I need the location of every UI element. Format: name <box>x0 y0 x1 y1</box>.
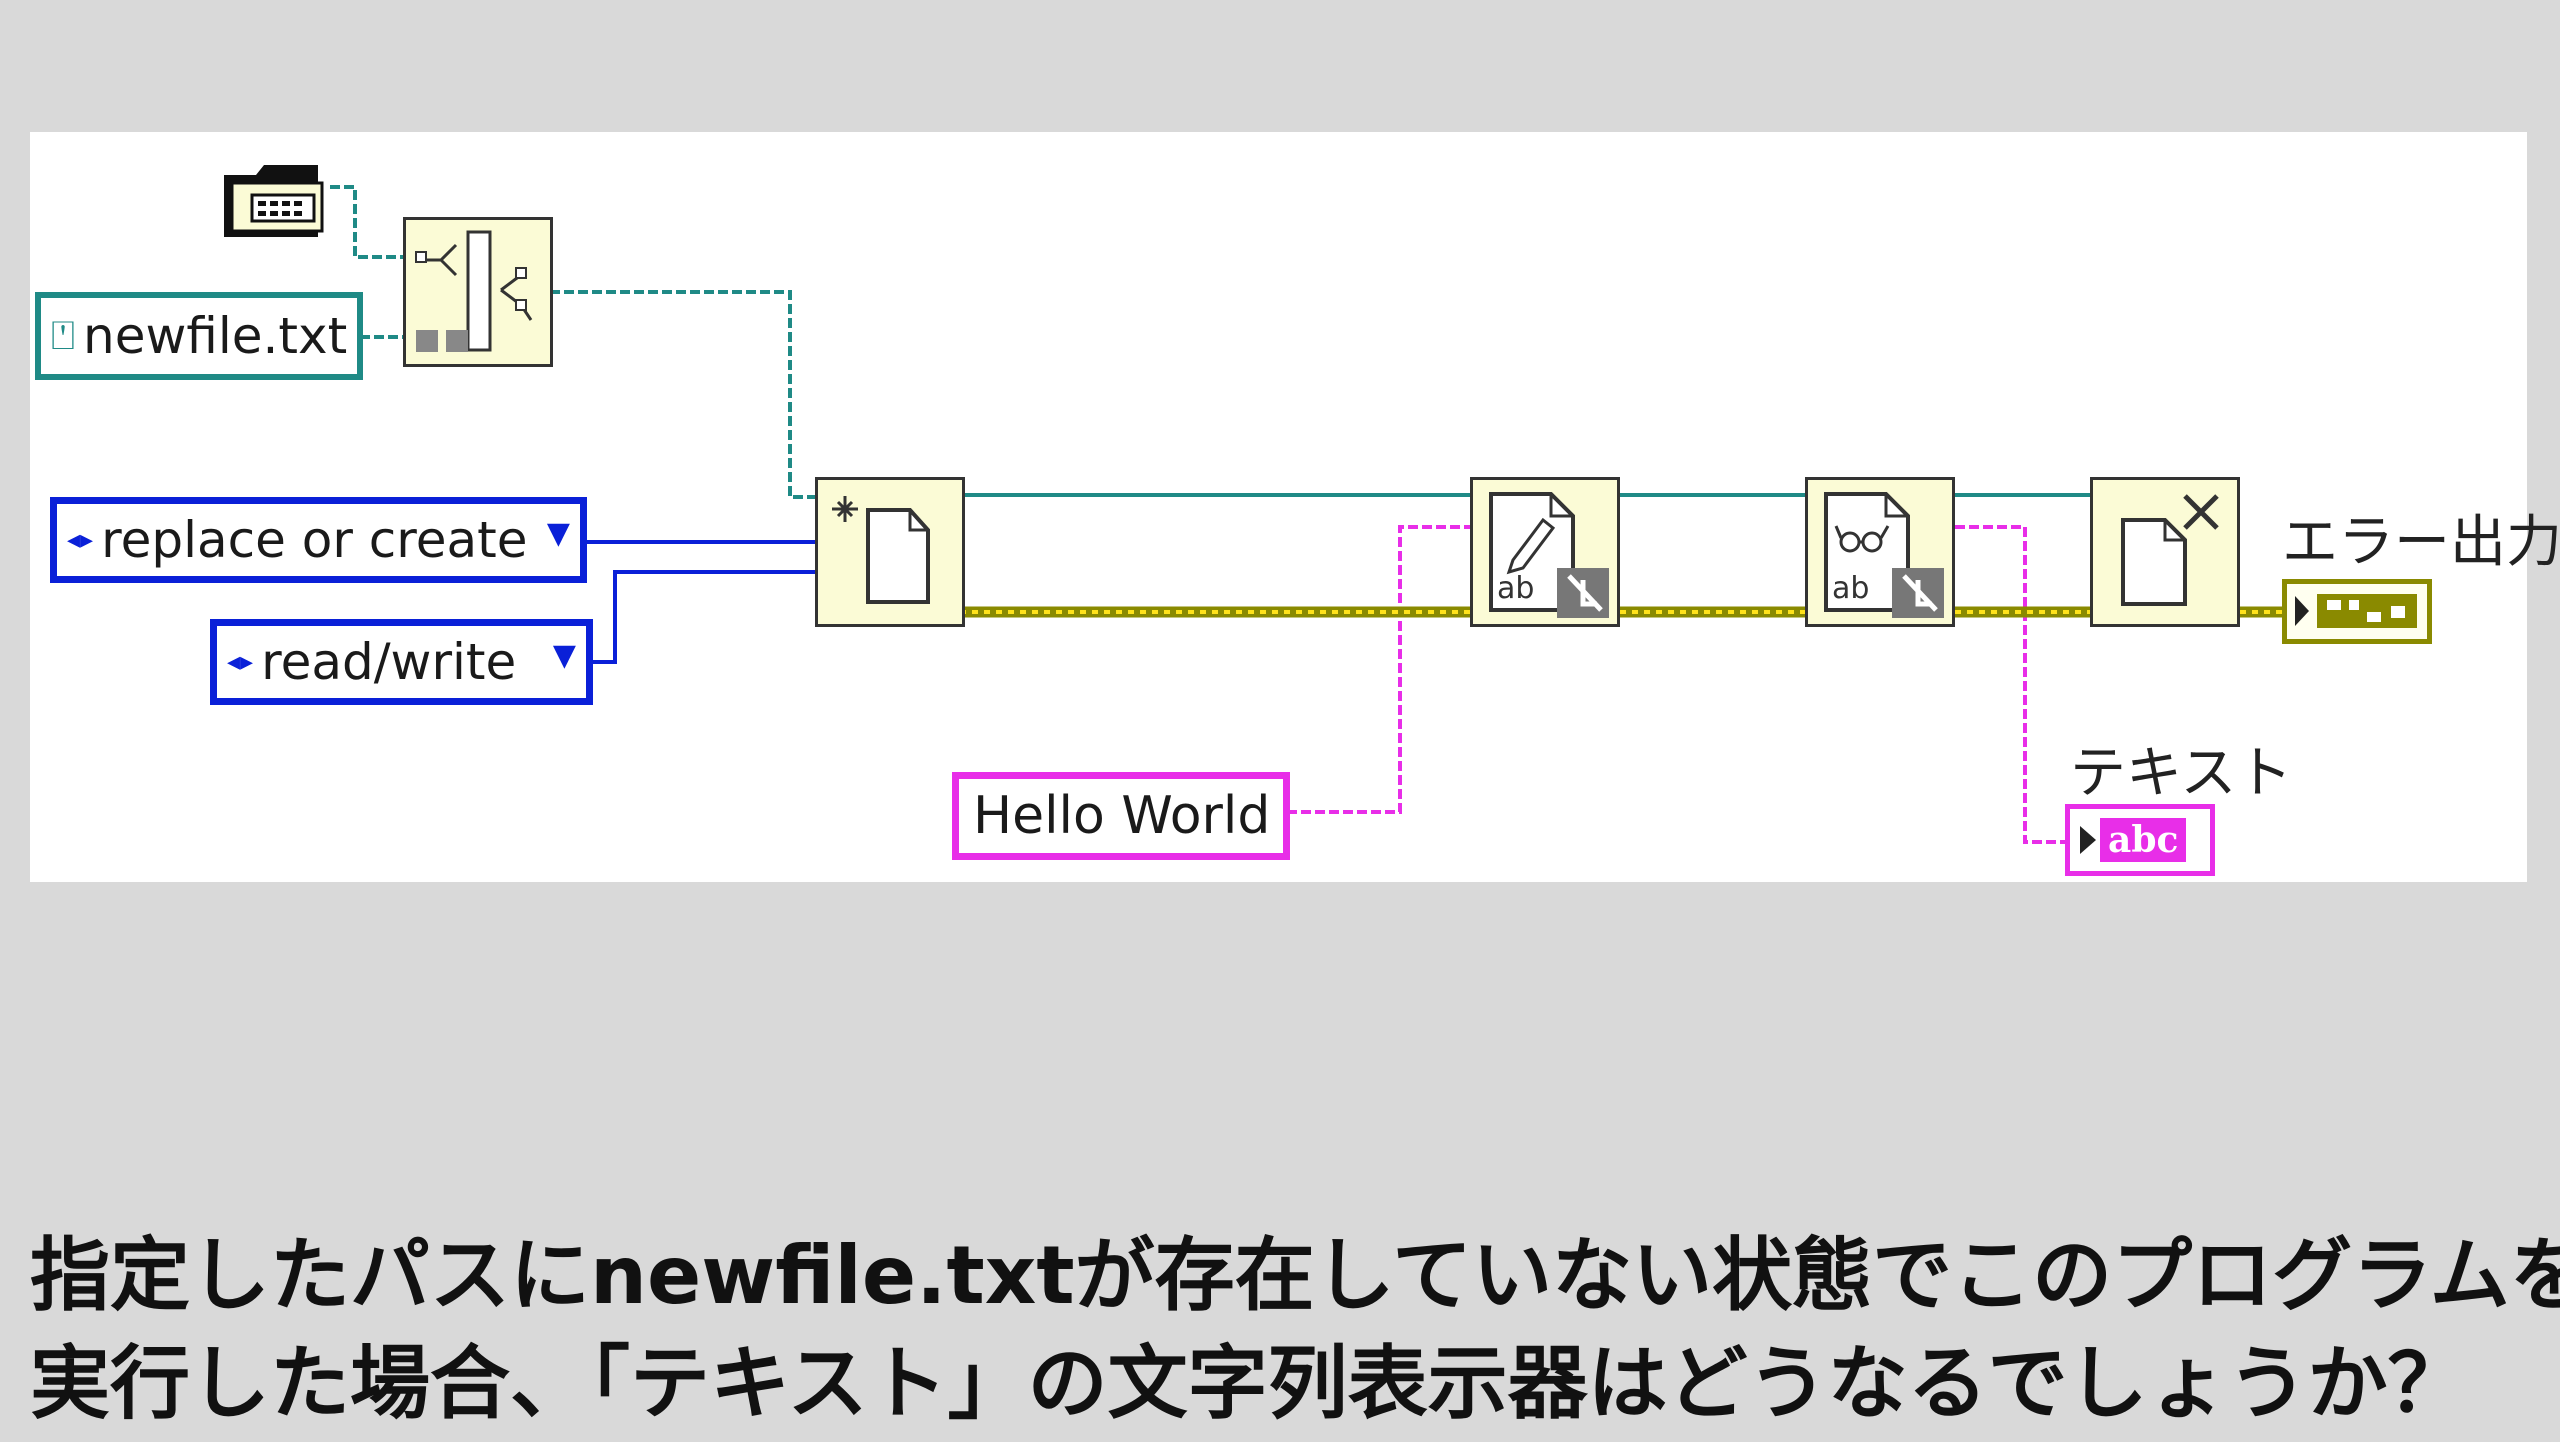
wires-layer <box>330 185 2285 844</box>
dropdown-arrow-icon[interactable]: ▼ <box>552 638 576 673</box>
error-out-label: エラー出力 <box>2282 510 2560 575</box>
svg-text:ab: ab <box>1832 571 1869 606</box>
wire-read-to-indicator <box>1955 525 2065 844</box>
block-diagram: ⍞ newfile.txt ◂▸ replace or create ▼ ◂▸ … <box>30 132 2560 882</box>
wire-buildpath-to-open <box>550 290 815 499</box>
read-text-file-icon[interactable]: ab <box>1805 477 1955 627</box>
access-enum-constant[interactable]: ◂▸ read/write ▼ <box>210 619 593 705</box>
access-enum-text: read/write <box>261 633 517 691</box>
enum-arrows-icon: ◂▸ <box>227 647 254 677</box>
question-line-2: 実行した場合、「テキスト」の文字列表示器はどうなるでしょうか？ <box>30 1337 2468 1430</box>
svg-text:ab: ab <box>1497 571 1534 606</box>
question-line-1: 指定したパスにnewfile.txtが存在していない状態でこのプログラムを <box>30 1229 2560 1322</box>
open-create-file-icon[interactable] <box>815 477 965 627</box>
wire-folder-to-buildpath <box>330 185 415 259</box>
write-text-file-icon[interactable]: ab <box>1470 477 1620 627</box>
folder-path-icon <box>218 157 333 242</box>
string-constant[interactable]: Hello World <box>952 772 1290 860</box>
path-constant-text: newfile.txt <box>83 307 348 365</box>
path-constant[interactable]: ⍞ newfile.txt <box>35 292 363 380</box>
close-file-icon[interactable] <box>2090 477 2240 627</box>
path-icon: ⍞ <box>51 313 75 359</box>
error-out-indicator[interactable] <box>2282 579 2432 644</box>
wire-string-to-write <box>1287 525 1470 814</box>
build-path-icon[interactable] <box>403 217 553 367</box>
text-indicator-label: テキスト <box>2070 741 2293 806</box>
text-indicator[interactable]: abc <box>2065 804 2215 876</box>
string-constant-text: Hello World <box>973 786 1271 846</box>
question-text: 指定したパスにnewfile.txtが存在していない状態でこのプログラムを 実行… <box>30 1222 2560 1438</box>
text-indicator-glyph: abc <box>2100 818 2187 862</box>
dropdown-arrow-icon[interactable]: ▼ <box>546 516 570 551</box>
operation-enum-constant[interactable]: ◂▸ replace or create ▼ <box>50 497 587 583</box>
enum-arrows-icon: ◂▸ <box>67 525 94 555</box>
indicator-arrow-icon <box>2080 826 2096 854</box>
operation-enum-text: replace or create <box>101 511 528 569</box>
wire-access-enum <box>590 570 815 664</box>
